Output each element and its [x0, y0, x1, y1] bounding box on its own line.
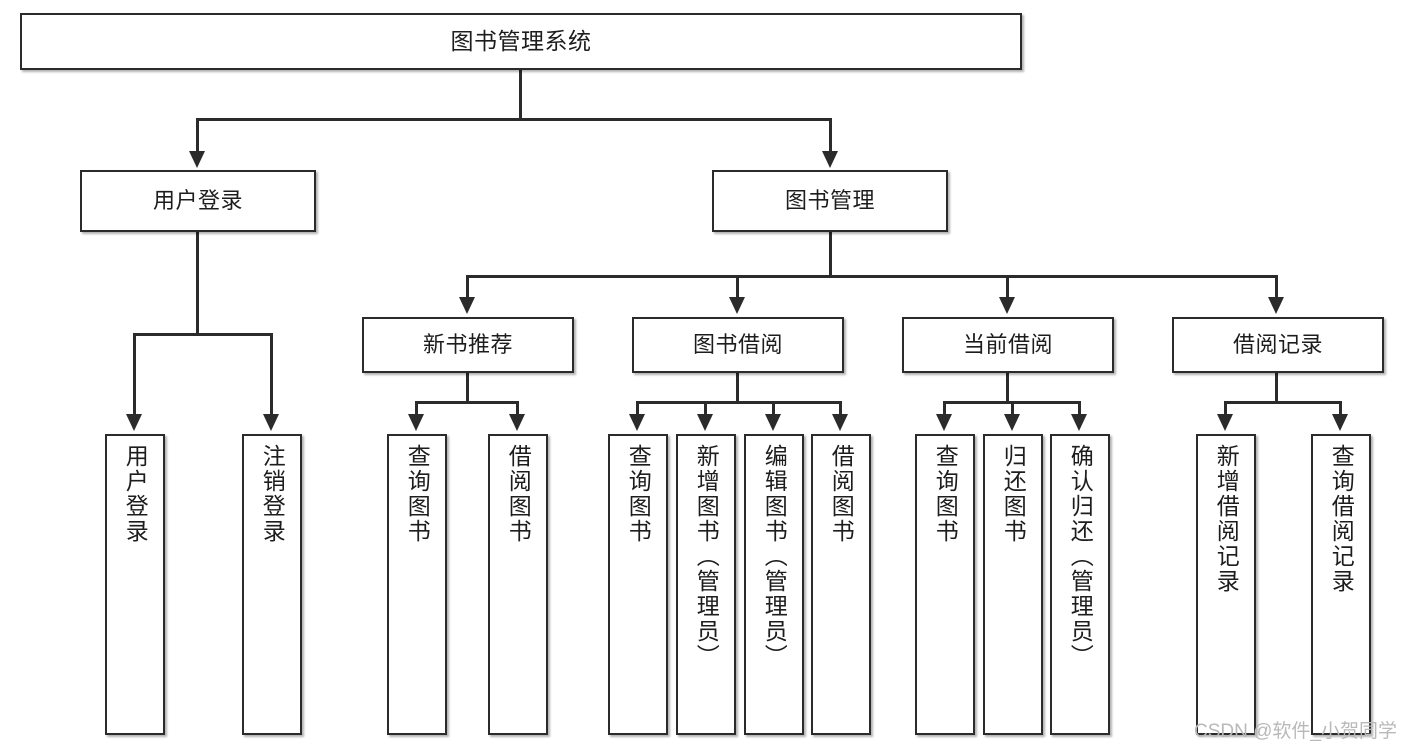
- node-label: 图书管理系统: [450, 27, 592, 54]
- arrowhead-to-user-login: [189, 151, 205, 168]
- arrowhead-current-borrow-2: [1004, 414, 1020, 431]
- leaf-book-borrow-lend[interactable]: 借阅图书: [811, 434, 871, 735]
- leaf-user-login-login[interactable]: 用户登录: [105, 434, 165, 735]
- connector-root-stem: [519, 70, 522, 120]
- connector-book-borrow-bar: [636, 401, 842, 404]
- connector-book-borrow-stem: [736, 373, 739, 403]
- connector-book-manage-drop-4: [1275, 275, 1278, 299]
- arrowhead-to-book-manage: [822, 151, 838, 168]
- node-label: 当前借阅: [962, 332, 1053, 358]
- connector-book-borrow-drop-4: [839, 401, 842, 416]
- connector-user-login-drop-2: [270, 333, 273, 416]
- connector-user-login-drop-1: [133, 333, 136, 416]
- arrowhead-borrow-record-1: [1217, 414, 1233, 431]
- node-label: 图书管理: [784, 188, 875, 214]
- node-label: 查询图书: [625, 444, 652, 544]
- arrowhead-to-new-book: [459, 297, 475, 314]
- connector-book-manage-drop-1: [466, 275, 469, 299]
- node-label: 新增借阅记录: [1213, 444, 1240, 594]
- connector-user-login-bar: [133, 333, 273, 336]
- node-label: 借阅记录: [1232, 332, 1323, 358]
- connector-new-book-bar: [415, 401, 519, 404]
- node-book-borrow[interactable]: 图书借阅: [632, 317, 844, 373]
- arrowhead-to-borrow-record: [1268, 297, 1284, 314]
- leaf-borrow-record-query[interactable]: 查询借阅记录: [1311, 434, 1371, 735]
- connector-new-book-stem: [466, 373, 469, 403]
- connector-current-borrow-drop-2: [1011, 401, 1014, 416]
- node-label: 图书借阅: [692, 332, 783, 358]
- arrowhead-borrow-record-2: [1332, 414, 1348, 431]
- connector-new-book-drop-2: [516, 401, 519, 416]
- node-label: 归还图书: [1000, 444, 1027, 544]
- connector-book-borrow-drop-1: [636, 401, 639, 416]
- node-label: 确认归还（管理员）: [1067, 444, 1094, 669]
- node-label: 编辑图书（管理员）: [761, 444, 788, 669]
- connector-borrow-record-stem: [1275, 373, 1278, 403]
- arrowhead-book-borrow-3: [765, 414, 781, 431]
- leaf-new-book-borrow[interactable]: 借阅图书: [488, 434, 548, 735]
- node-label: 借阅图书: [505, 444, 532, 544]
- connector-book-manage-bar: [466, 275, 1278, 278]
- connector-book-manage-drop-3: [1006, 275, 1009, 299]
- connector-book-manage-stem: [829, 232, 832, 277]
- arrowhead-current-borrow-3: [1071, 414, 1087, 431]
- leaf-new-book-query[interactable]: 查询图书: [387, 434, 447, 735]
- arrowhead-book-borrow-1: [629, 414, 645, 431]
- leaf-user-login-logout[interactable]: 注销登录: [242, 434, 302, 735]
- node-label: 用户登录: [152, 188, 243, 214]
- connector-borrow-record-drop-2: [1339, 401, 1342, 416]
- connector-book-borrow-drop-2: [704, 401, 707, 416]
- arrowhead-current-borrow-1: [936, 414, 952, 431]
- node-label: 新增图书（管理员）: [693, 444, 720, 669]
- leaf-current-borrow-return[interactable]: 归还图书: [983, 434, 1043, 735]
- arrowhead-user-login-1: [126, 414, 142, 431]
- arrowhead-book-borrow-2: [697, 414, 713, 431]
- node-user-login[interactable]: 用户登录: [80, 170, 316, 232]
- node-book-manage[interactable]: 图书管理: [712, 170, 948, 232]
- leaf-book-borrow-add[interactable]: 新增图书（管理员）: [676, 434, 736, 735]
- arrowhead-new-book-1: [408, 414, 424, 431]
- node-current-borrow[interactable]: 当前借阅: [902, 317, 1114, 373]
- csdn-watermark: CSDN @软件_小贺同学: [1194, 721, 1397, 742]
- leaf-current-borrow-query[interactable]: 查询图书: [915, 434, 975, 735]
- node-label: 借阅图书: [828, 444, 855, 544]
- leaf-current-borrow-confirm[interactable]: 确认归还（管理员）: [1050, 434, 1110, 735]
- node-borrow-record[interactable]: 借阅记录: [1172, 317, 1384, 373]
- connector-new-book-drop-1: [415, 401, 418, 416]
- arrowhead-user-login-2: [263, 414, 279, 431]
- connector-borrow-record-drop-1: [1224, 401, 1227, 416]
- connector-root-drop-right: [829, 118, 832, 153]
- connector-borrow-record-bar: [1224, 401, 1342, 404]
- leaf-book-borrow-query[interactable]: 查询图书: [608, 434, 668, 735]
- leaf-book-borrow-edit[interactable]: 编辑图书（管理员）: [744, 434, 804, 735]
- node-new-book-recommend[interactable]: 新书推荐: [362, 317, 574, 373]
- node-label: 查询借阅记录: [1328, 444, 1355, 594]
- node-label: 注销登录: [259, 444, 286, 544]
- connector-root-drop-left: [196, 118, 199, 153]
- node-label: 查询图书: [932, 444, 959, 544]
- arrowhead-new-book-2: [509, 414, 525, 431]
- leaf-borrow-record-add[interactable]: 新增借阅记录: [1196, 434, 1256, 735]
- arrowhead-to-book-borrow: [729, 297, 745, 314]
- connector-current-borrow-drop-3: [1078, 401, 1081, 416]
- connector-root-bar: [196, 118, 832, 121]
- connector-current-borrow-stem: [1006, 373, 1009, 403]
- node-label: 查询图书: [404, 444, 431, 544]
- node-label: 新书推荐: [422, 332, 513, 358]
- arrowhead-book-borrow-4: [832, 414, 848, 431]
- connector-user-login-stem: [196, 232, 199, 335]
- connector-book-manage-drop-2: [736, 275, 739, 299]
- arrowhead-to-current-borrow: [999, 297, 1015, 314]
- connector-current-borrow-drop-1: [943, 401, 946, 416]
- node-root-system[interactable]: 图书管理系统: [20, 13, 1022, 70]
- connector-book-borrow-drop-3: [772, 401, 775, 416]
- node-label: 用户登录: [122, 444, 149, 544]
